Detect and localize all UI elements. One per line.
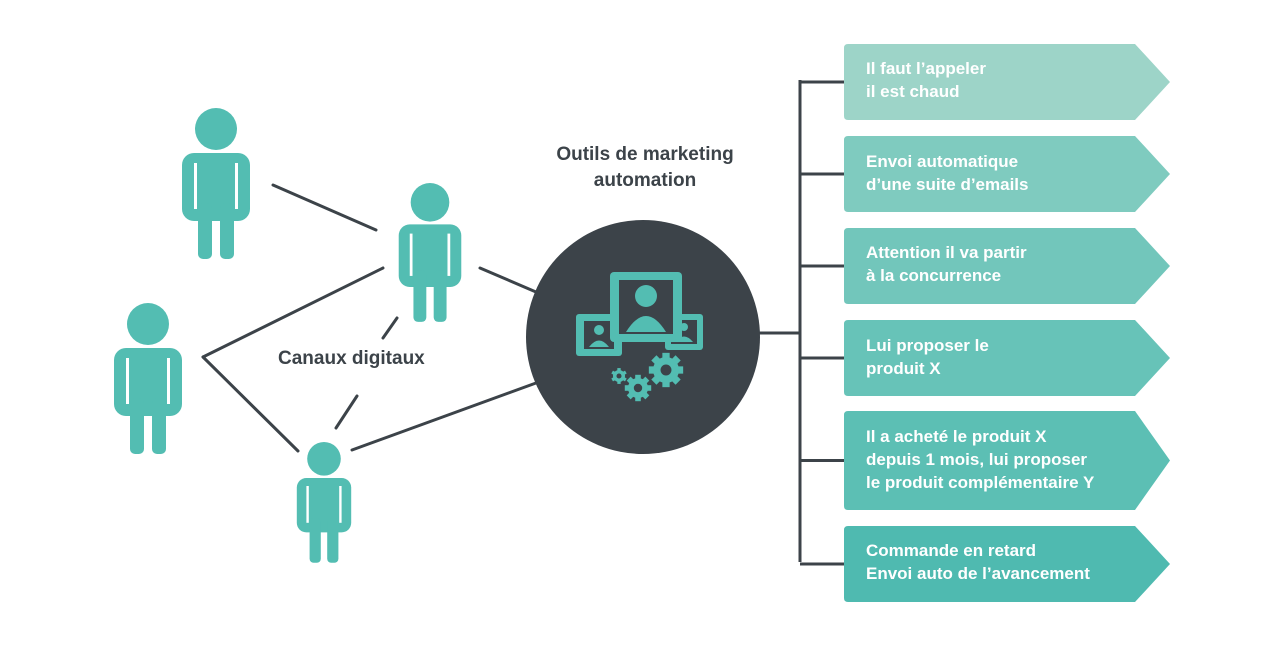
action-1-line-1: Il faut l’appeler xyxy=(866,59,986,78)
connector-line-7 xyxy=(350,381,538,452)
person-icon xyxy=(114,303,182,454)
action-3-line-1: Attention il va partir xyxy=(866,243,1027,262)
connector-line-3 xyxy=(201,355,300,453)
person-icon xyxy=(182,108,250,259)
action-5-line-2: depuis 1 mois, lui proposer xyxy=(866,450,1088,469)
hub-title: Outils de marketing automation xyxy=(520,142,770,194)
action-3-text: Attention il va partir à la concurrence xyxy=(866,241,1027,287)
connector-line-1 xyxy=(271,183,378,232)
gear-icon xyxy=(648,352,684,388)
channels-label: Canaux digitaux xyxy=(278,348,425,369)
action-6-text: Commande en retard Envoi auto de l’avanc… xyxy=(866,539,1090,585)
hub-title-line-1: Outils de marketing xyxy=(556,144,734,165)
action-box-5 xyxy=(844,411,1170,510)
action-3-line-2: à la concurrence xyxy=(866,266,1002,285)
action-2-line-2: d’une suite d’emails xyxy=(866,175,1029,194)
action-box-4 xyxy=(844,320,1170,396)
action-2-text: Envoi automatique d’une suite d’emails xyxy=(866,150,1029,196)
action-4-text: Lui proposer le produit X xyxy=(866,334,989,380)
person-icon xyxy=(296,442,352,563)
action-5-line-1: Il a acheté le produit X xyxy=(866,427,1047,446)
gear-icon xyxy=(624,374,652,402)
connector-line-5 xyxy=(334,394,359,430)
connector-line-4 xyxy=(381,316,399,340)
action-6-line-1: Commande en retard xyxy=(866,541,1037,560)
action-box-2 xyxy=(844,136,1170,212)
marketing-automation-icon xyxy=(576,272,703,402)
action-6-line-2: Envoi auto de l’avancement xyxy=(866,564,1090,583)
person-icon xyxy=(398,183,462,322)
action-5-line-3: le produit complémentaire Y xyxy=(866,473,1095,492)
action-1-line-2: il est chaud xyxy=(866,82,960,101)
action-box-6 xyxy=(844,526,1170,602)
action-1-text: Il faut l’appeler il est chaud xyxy=(866,57,986,103)
connector-line-6 xyxy=(478,266,538,294)
connector-line-2 xyxy=(201,266,385,359)
action-box-1 xyxy=(844,44,1170,120)
gear-icon xyxy=(611,368,627,384)
action-5-text: Il a acheté le produit X depuis 1 mois, … xyxy=(866,425,1094,494)
action-4-line-2: produit X xyxy=(866,359,941,378)
action-2-line-1: Envoi automatique xyxy=(866,152,1019,171)
action-4-line-1: Lui proposer le xyxy=(866,336,989,355)
action-box-3 xyxy=(844,228,1170,304)
hub-title-line-2: automation xyxy=(593,170,697,191)
